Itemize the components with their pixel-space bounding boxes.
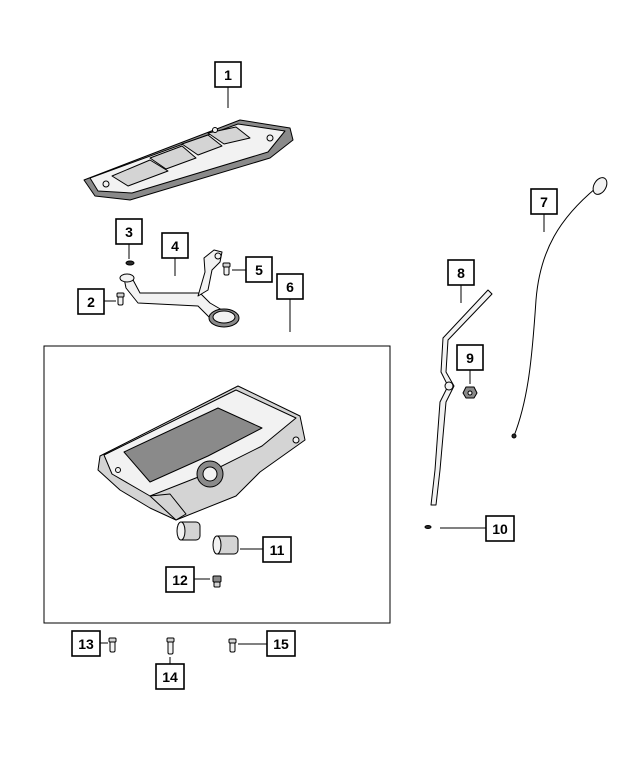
callout-10: 10	[485, 515, 515, 542]
callout-2-label: 2	[87, 294, 95, 310]
callout-14: 14	[155, 663, 185, 690]
bolt-5-part	[222, 262, 231, 276]
callout-13-label: 13	[78, 636, 94, 652]
windage-tray-part	[83, 119, 294, 201]
callout-15-label: 15	[273, 636, 289, 652]
callout-11-label: 11	[270, 542, 285, 558]
oil-pickup-tube-part	[119, 249, 240, 328]
dipstick-tube-part	[430, 289, 493, 506]
callout-4-label: 4	[171, 238, 179, 254]
callout-15: 15	[266, 630, 296, 657]
callout-5: 5	[245, 256, 273, 283]
callout-14-label: 14	[162, 669, 178, 685]
callout-9-label: 9	[466, 350, 474, 366]
bolt-15-part	[228, 638, 237, 653]
callout-3-label: 3	[125, 224, 133, 240]
callout-8-label: 8	[457, 265, 465, 281]
callout-2: 2	[77, 288, 105, 315]
o-ring-part	[125, 260, 135, 266]
callout-10-label: 10	[492, 521, 508, 537]
bolt-2-part	[116, 292, 125, 306]
callout-3: 3	[115, 218, 143, 245]
callout-7-label: 7	[540, 194, 548, 210]
leader-lines	[100, 87, 545, 664]
oil-pan-assembly-frame	[43, 345, 391, 624]
callout-13: 13	[71, 630, 101, 657]
bolt-14-part	[166, 637, 175, 655]
callout-6: 6	[276, 273, 304, 300]
oil-pan-part	[97, 385, 306, 521]
callout-12-label: 12	[172, 572, 188, 588]
callout-4: 4	[161, 232, 189, 259]
o-ring-10-part	[424, 525, 432, 529]
drain-plug-part	[212, 575, 222, 588]
callout-1-label: 1	[224, 67, 232, 83]
callout-11: 11	[262, 536, 292, 563]
callout-1: 1	[214, 61, 242, 88]
callout-12: 12	[165, 566, 195, 593]
callout-9: 9	[456, 344, 484, 371]
callout-5-label: 5	[255, 262, 263, 278]
nut-part	[462, 386, 478, 399]
dipstick-part	[511, 177, 608, 439]
callout-8: 8	[447, 259, 475, 286]
callout-7: 7	[530, 188, 558, 215]
callout-6-label: 6	[286, 279, 294, 295]
bolt-13-part	[108, 637, 117, 653]
cartridge-11-part	[176, 521, 239, 555]
